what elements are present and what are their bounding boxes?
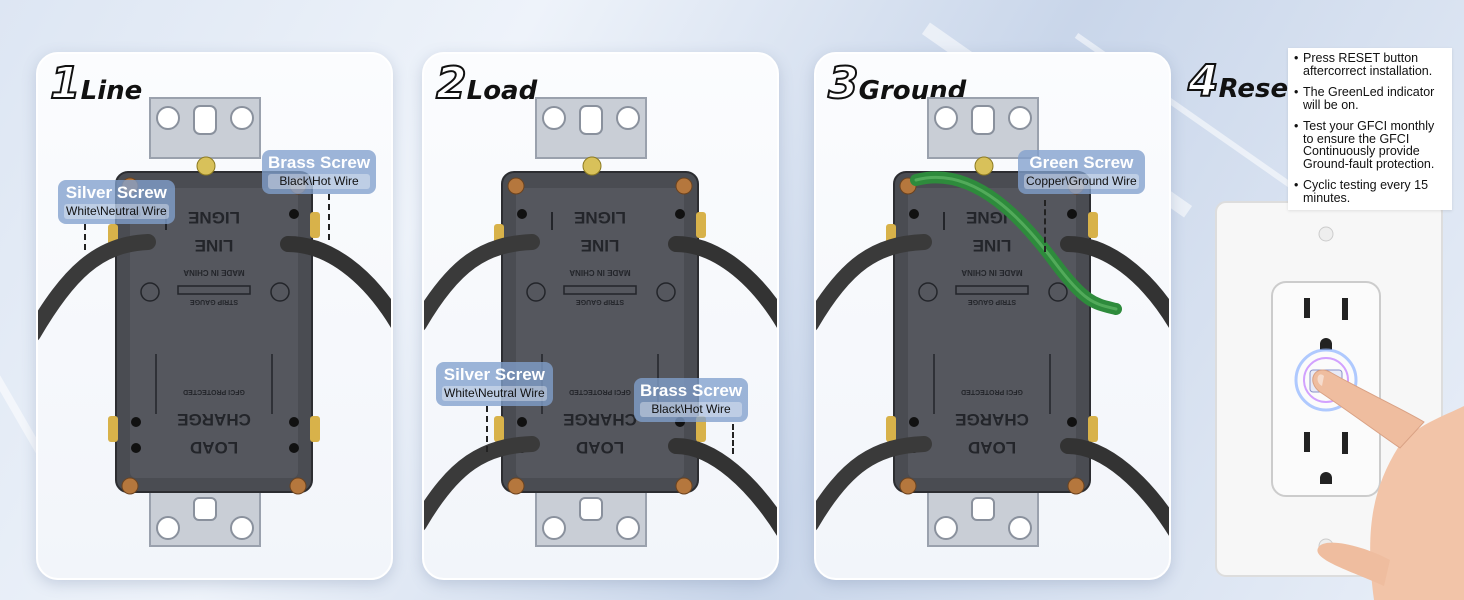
gfci-outlet-front-illustration bbox=[1215, 201, 1464, 600]
step-number: 2 bbox=[435, 58, 468, 109]
line-neutral-wire bbox=[424, 234, 540, 331]
outlet-slot bbox=[1304, 432, 1310, 452]
pointer-line bbox=[84, 224, 86, 250]
tag-subtitle: White\Neutral Wire bbox=[64, 204, 169, 219]
line-neutral-wire bbox=[816, 234, 932, 331]
step-label: Line bbox=[80, 76, 143, 106]
step-1-title: 1 Line bbox=[49, 58, 143, 109]
load-neutral-wire bbox=[424, 436, 540, 531]
tag-title: Green Screw bbox=[1029, 153, 1134, 172]
neutral-wire bbox=[38, 234, 156, 341]
line-hot-wire bbox=[668, 236, 777, 328]
brass-screw-tag: Brass Screw Black\Hot Wire bbox=[634, 378, 749, 422]
thumb bbox=[1317, 542, 1390, 586]
step-label: Load bbox=[466, 76, 538, 106]
outlet-slot bbox=[1342, 432, 1348, 454]
load-neutral-wire bbox=[816, 436, 932, 531]
step-4-title: 4 Reset bbox=[1187, 56, 1301, 107]
outlet-ground-hole bbox=[1320, 338, 1332, 350]
pointer-line bbox=[732, 424, 734, 454]
step-label: Reset bbox=[1218, 74, 1301, 104]
tag-title: Brass Screw bbox=[640, 381, 743, 400]
step-2-title: 2 Load bbox=[435, 58, 538, 109]
hand bbox=[1370, 406, 1464, 600]
instruction-item: Press RESET button aftercorrect installa… bbox=[1294, 52, 1446, 77]
outlet-slot bbox=[1304, 298, 1310, 318]
outlet-back-illustration bbox=[424, 97, 777, 547]
silver-screw-tag: Silver Screw White\Neutral Wire bbox=[58, 180, 175, 224]
instruction-item: Test your GFCI monthly to ensure the GFC… bbox=[1294, 120, 1446, 170]
step-number: 1 bbox=[49, 58, 82, 109]
green-screw-tag: Green Screw Copper\Ground Wire bbox=[1018, 150, 1145, 194]
outlet-slot bbox=[1342, 298, 1348, 320]
pointer-line bbox=[328, 194, 330, 240]
silver-screw-tag: Silver Screw White\Neutral Wire bbox=[436, 362, 553, 406]
tag-subtitle: White\Neutral Wire bbox=[442, 386, 547, 401]
hot-wire bbox=[280, 236, 391, 328]
step-number: 4 bbox=[1187, 56, 1220, 107]
pointer-line bbox=[1044, 200, 1046, 252]
load-hot-wire bbox=[1060, 438, 1169, 536]
step-3-panel: 3 Ground Green Screw Copper\Ground Wire bbox=[814, 52, 1171, 580]
line-hot-wire bbox=[1060, 236, 1169, 328]
load-hot-wire bbox=[668, 438, 777, 536]
step-number: 3 bbox=[827, 58, 860, 109]
tag-title: Brass Screw bbox=[268, 153, 371, 172]
brass-screw-tag: Brass Screw Black\Hot Wire bbox=[262, 150, 377, 194]
pressing-finger bbox=[1312, 369, 1425, 449]
outlet-ground-hole bbox=[1320, 472, 1332, 484]
tag-subtitle: Black\Hot Wire bbox=[268, 174, 371, 189]
tag-subtitle: Black\Hot Wire bbox=[640, 402, 743, 417]
step-1-panel: 1 Line Silver Screw White\Neutral Wire B… bbox=[36, 52, 393, 580]
tag-subtitle: Copper\Ground Wire bbox=[1024, 174, 1139, 189]
tag-title: Silver Screw bbox=[443, 365, 545, 384]
outlet-back-illustration bbox=[38, 97, 391, 547]
reset-instructions: Press RESET button aftercorrect installa… bbox=[1288, 48, 1452, 210]
pointer-line bbox=[486, 406, 488, 452]
tag-title: Silver Screw bbox=[65, 183, 167, 202]
instruction-item: The GreenLed indicator will be on. bbox=[1294, 86, 1446, 111]
plate-screw bbox=[1318, 226, 1334, 242]
outlet-back-illustration bbox=[816, 97, 1169, 547]
instruction-item: Cyclic testing every 15 minutes. bbox=[1294, 179, 1446, 204]
reset-glow bbox=[1294, 348, 1358, 412]
step-2-panel: 2 Load Silver Screw White\Neutral Wire B… bbox=[422, 52, 779, 580]
